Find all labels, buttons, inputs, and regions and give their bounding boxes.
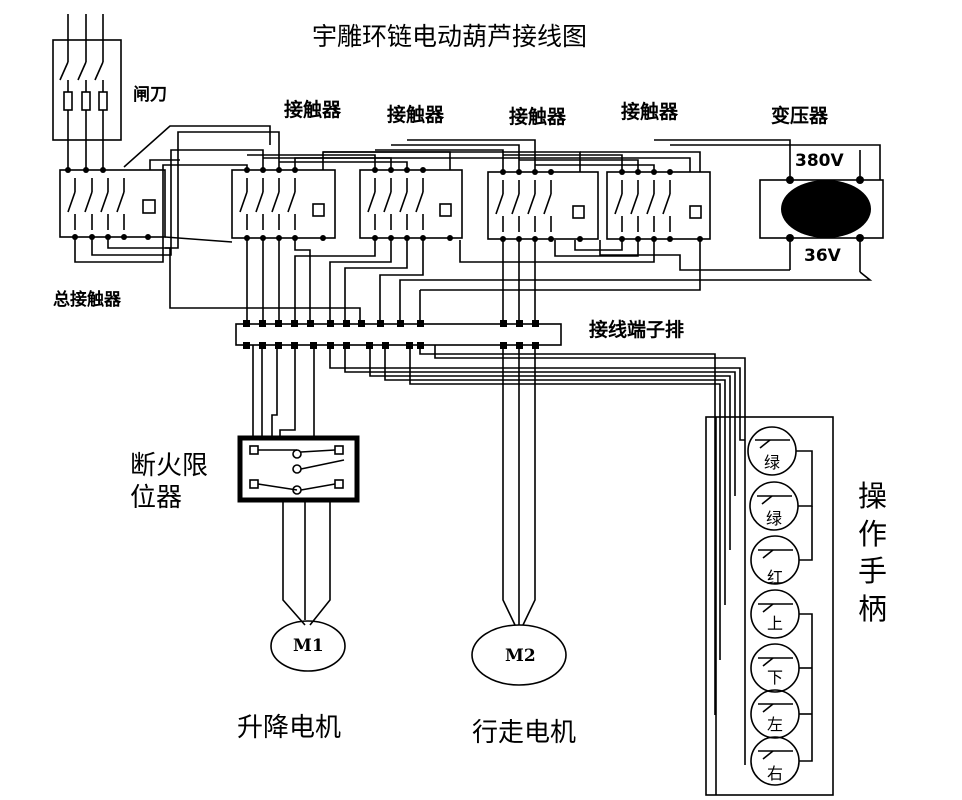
button-green-2-label: 绿 (765, 509, 782, 528)
main-contactor-box (59, 169, 166, 238)
contactor-2-box (359, 169, 463, 239)
transformer-box (759, 179, 884, 239)
voltage-36-label: 36V (804, 246, 841, 266)
lift-motor-label: 升降电机 (237, 713, 342, 743)
motor-m2-label: M2 (505, 646, 536, 666)
knife-switch-box (52, 39, 122, 141)
voltage-380-label: 380V (795, 151, 844, 171)
button-red-label: 红 (766, 568, 783, 587)
limit-switch-label-line1: 断火限 (130, 451, 209, 481)
contactor-4-label: 接触器 (621, 101, 679, 123)
contactor-1-box (231, 169, 336, 239)
button-green-1-label: 绿 (763, 453, 780, 472)
button-down-label: 下 (766, 668, 783, 687)
contactor-4-box (606, 171, 711, 240)
contactor-3-box (487, 171, 599, 240)
operation-handle-label: 操作手柄 (858, 479, 888, 627)
button-right-label: 右 (766, 764, 783, 783)
limit-switch-box (237, 435, 360, 503)
contactor-1-label: 接触器 (284, 99, 342, 121)
terminal-block-label: 接线端子排 (589, 319, 685, 341)
contactor-3-label: 接触器 (509, 106, 567, 128)
operation-handle-box (705, 416, 834, 796)
limit-switch-label-line2: 位器 (130, 483, 183, 513)
main-contactor-label: 总接触器 (53, 290, 121, 310)
terminal-block-box (235, 323, 562, 346)
diagram-title: 宇雕环链电动葫芦接线图 (312, 22, 588, 51)
transformer-core (781, 180, 871, 238)
travel-motor-label: 行走电机 (472, 718, 577, 748)
contactor-2-label: 接触器 (387, 104, 445, 126)
knife-switch-label: 闸刀 (133, 85, 167, 105)
motor-m2 (471, 624, 567, 686)
motor-m1 (270, 620, 346, 672)
button-left-label: 左 (766, 715, 783, 734)
button-up-label: 上 (766, 614, 783, 633)
transformer-label: 变压器 (771, 105, 829, 127)
motor-m1-label: M1 (293, 636, 324, 656)
